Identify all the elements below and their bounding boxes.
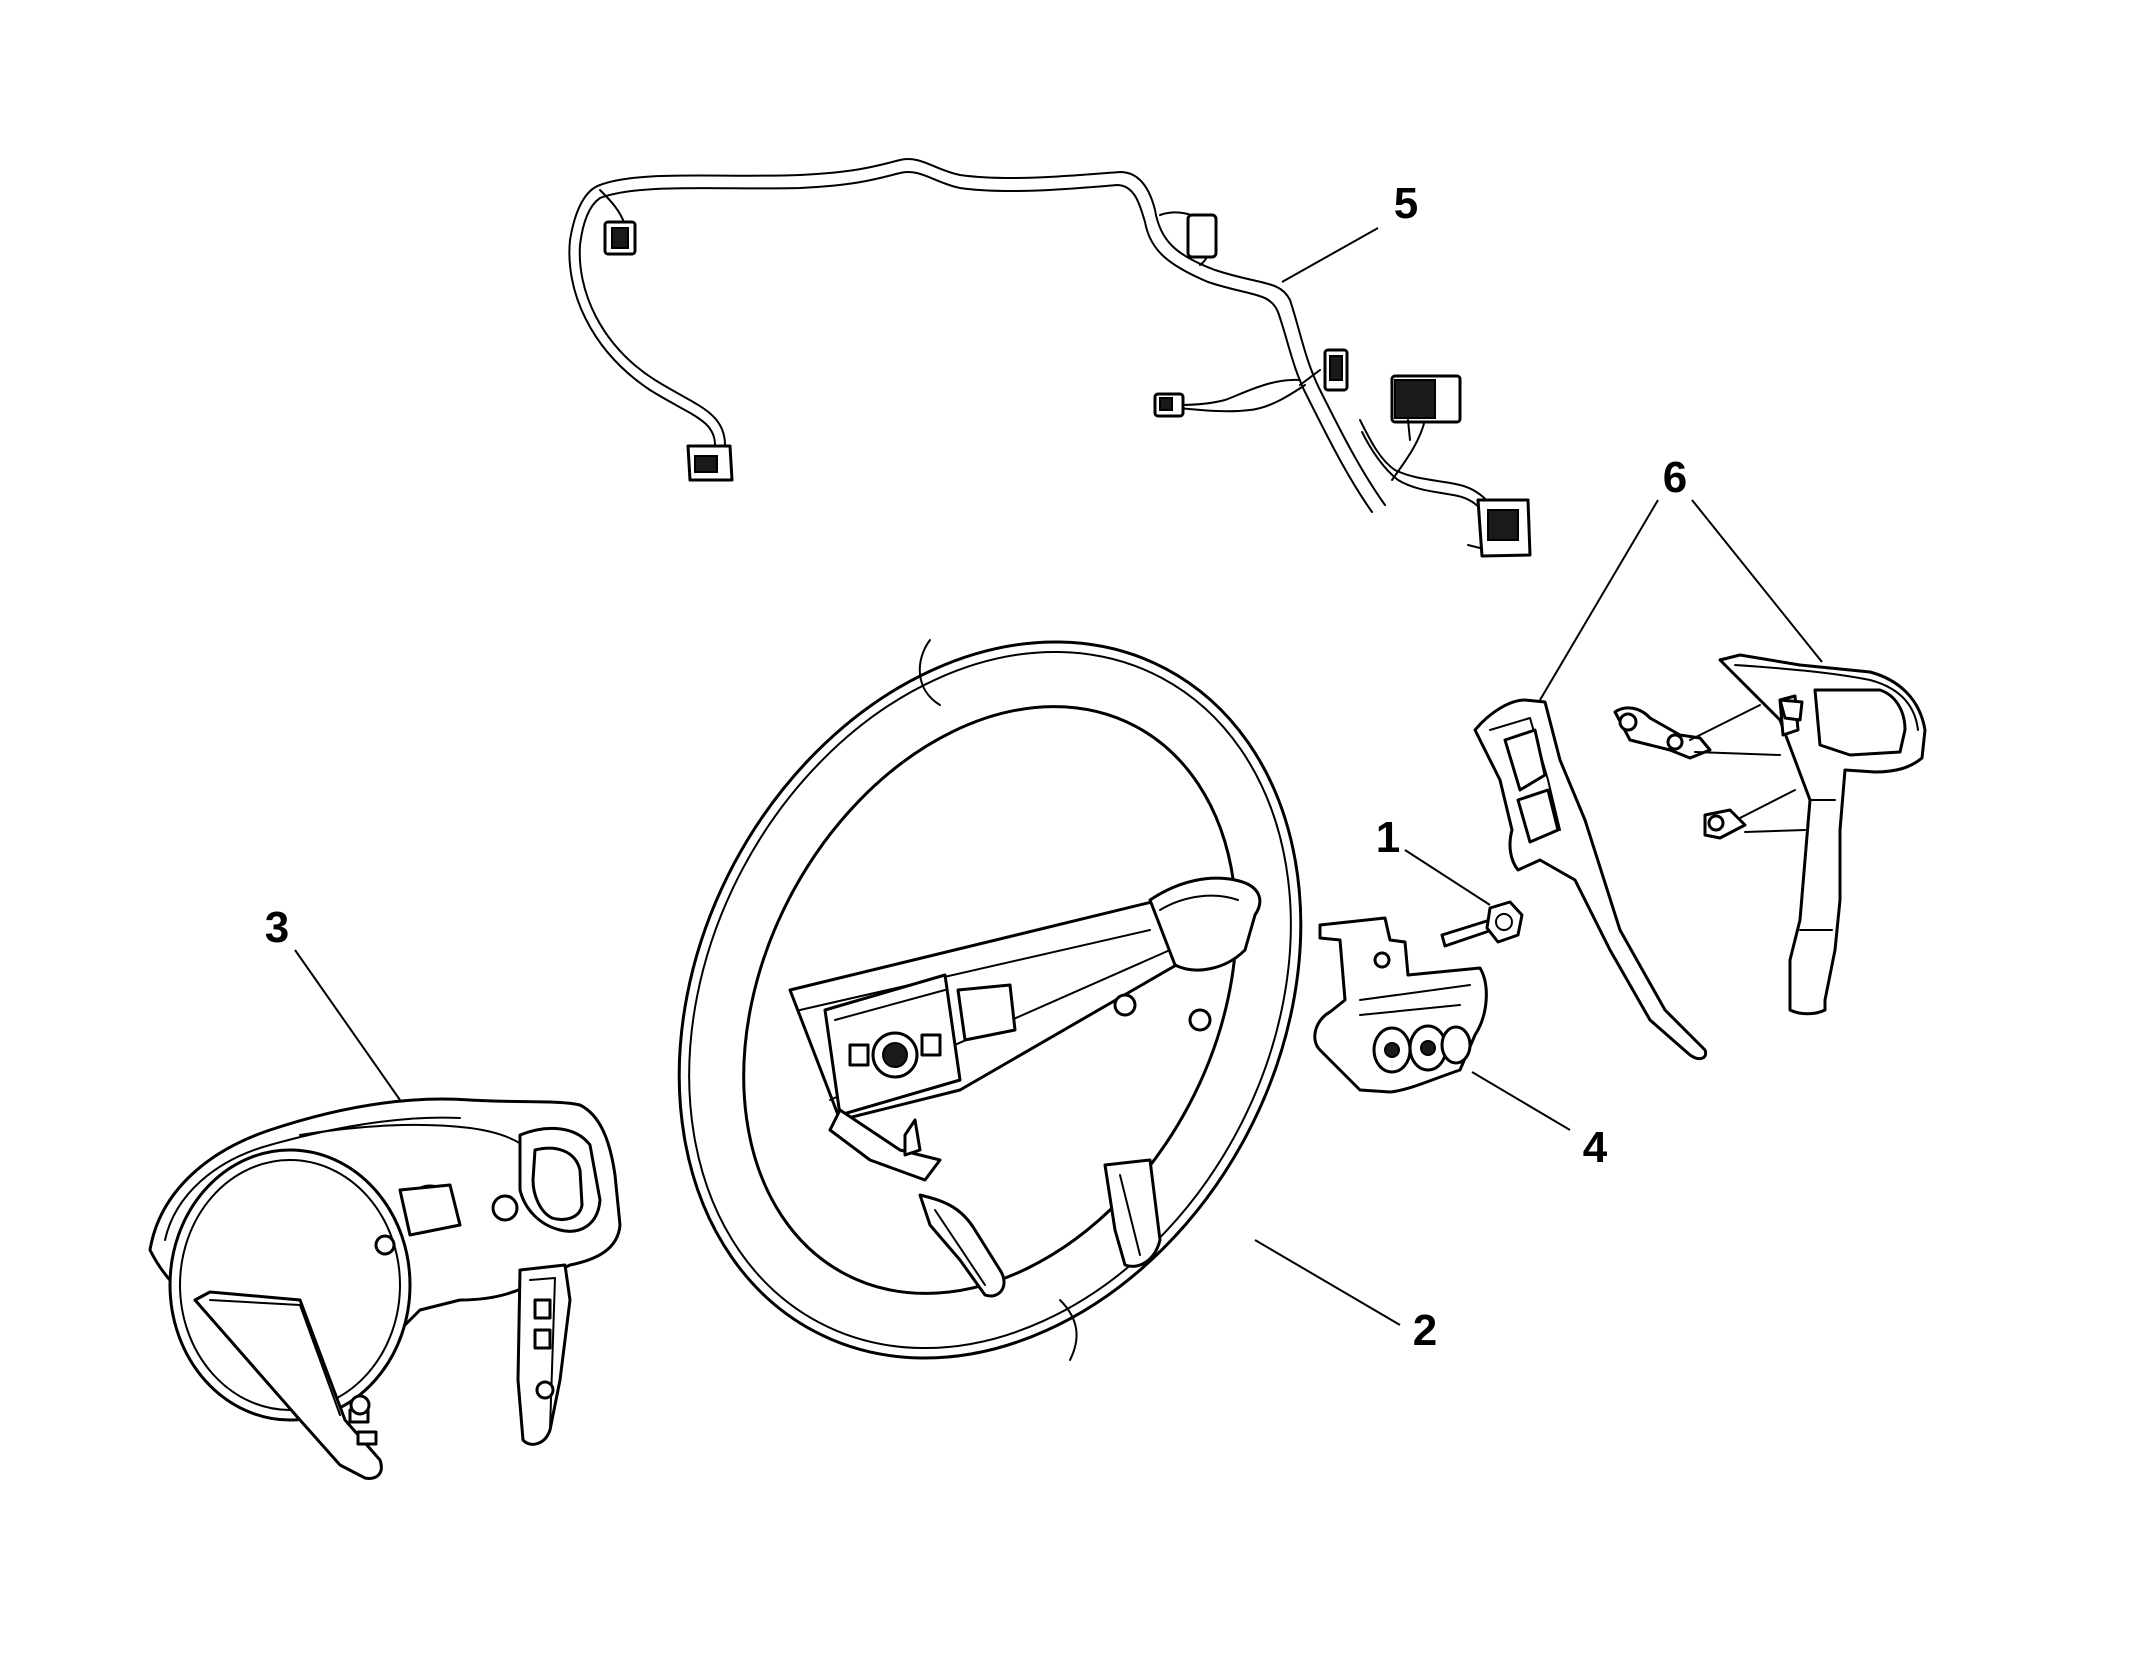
callout-5: 5	[1394, 179, 1418, 228]
leader-lines	[294, 227, 1823, 1326]
callouts: 1 2 3 4 5 6	[265, 179, 1687, 1355]
bezel-right	[1613, 653, 1927, 1016]
callout-4: 4	[1583, 1123, 1608, 1172]
leader-line-6a	[1539, 499, 1659, 701]
steering-wheel	[677, 639, 1303, 1361]
callout-1: 1	[1376, 813, 1400, 862]
wiring-harness	[568, 158, 1532, 558]
leader-line-5	[1281, 227, 1379, 283]
leader-line-1	[1404, 849, 1491, 906]
leader-line-6b	[1691, 499, 1823, 663]
bolt	[1440, 900, 1524, 948]
callout-2: 2	[1413, 1306, 1437, 1355]
leader-line-4	[1471, 1071, 1571, 1131]
bezel-left	[1473, 698, 1708, 1061]
switch-bracket	[1313, 916, 1488, 1094]
leader-line-2	[1254, 1239, 1401, 1326]
callout-6: 6	[1663, 453, 1687, 502]
airbag-module	[148, 1097, 622, 1480]
leader-line-3	[294, 949, 401, 1101]
callout-3: 3	[265, 903, 289, 952]
